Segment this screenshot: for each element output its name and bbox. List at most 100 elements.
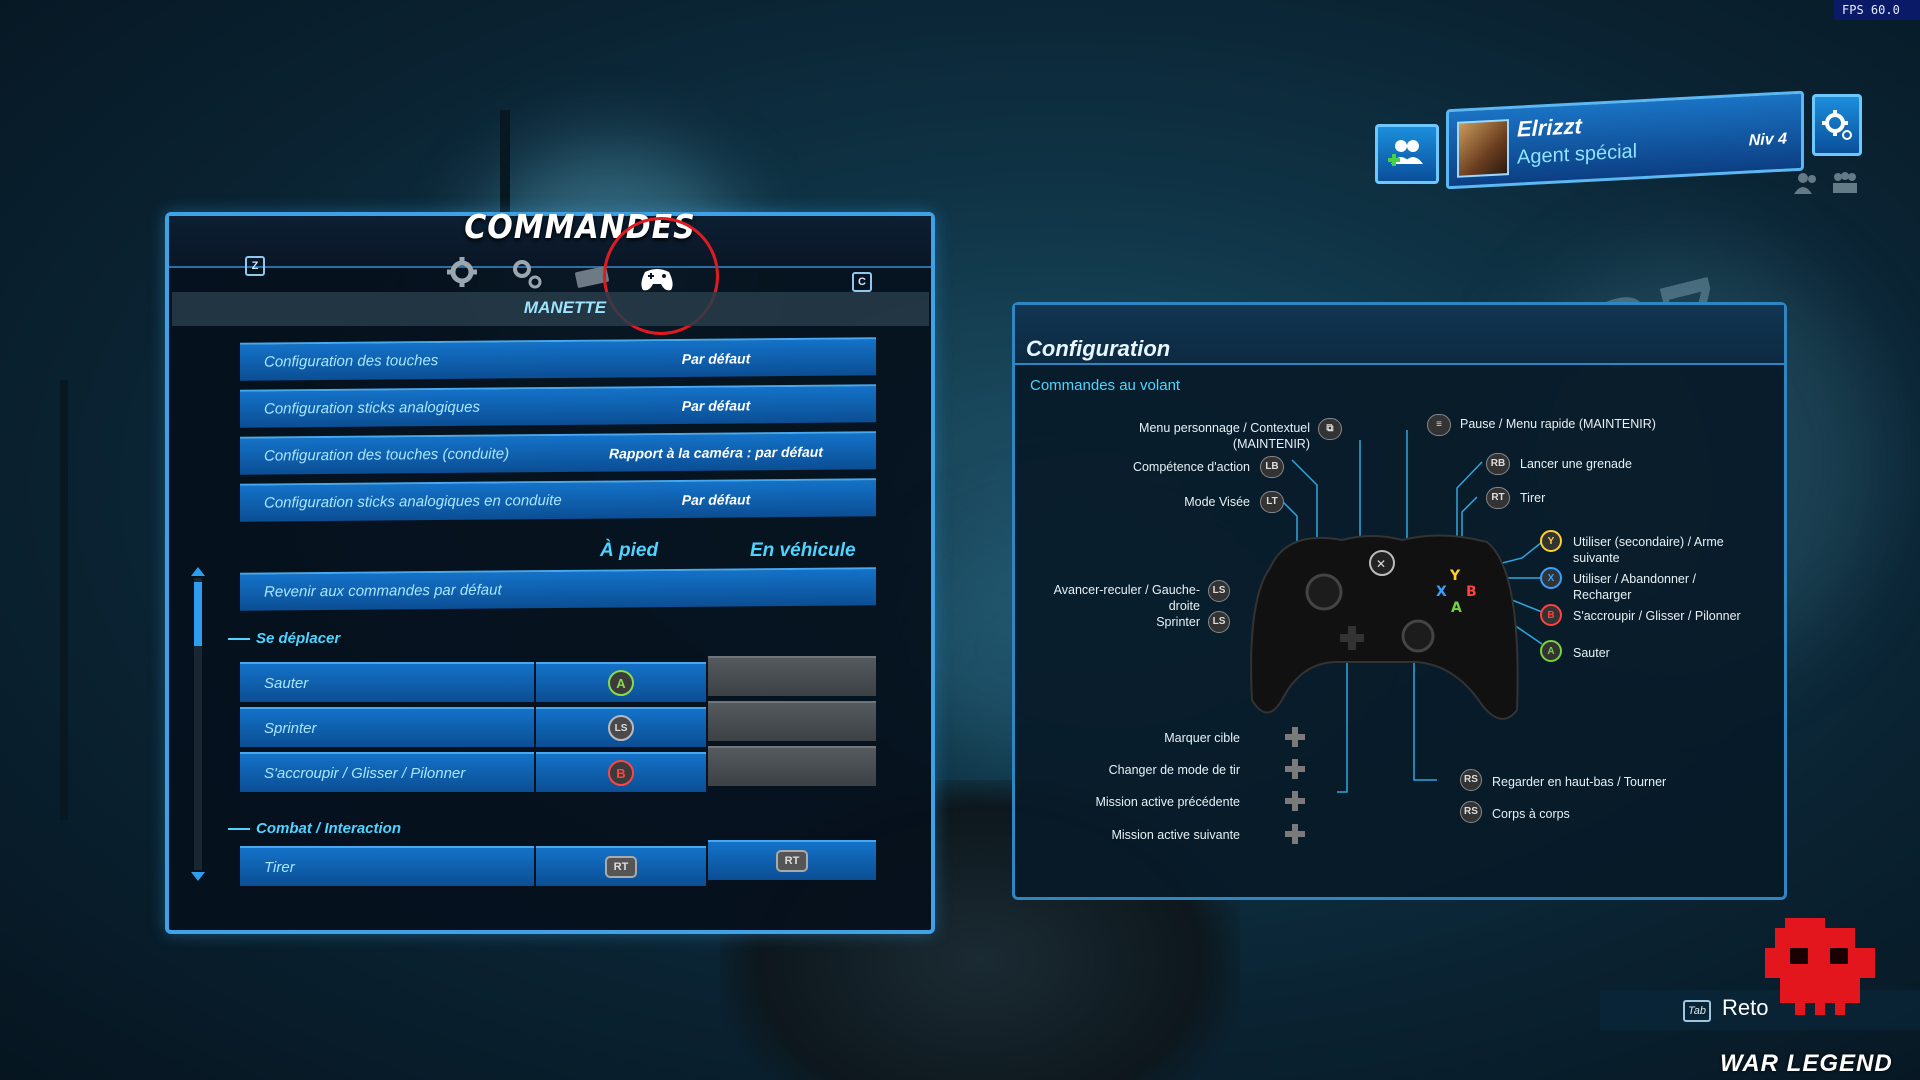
scroll-down-arrow-icon[interactable] <box>191 872 205 881</box>
label-menu-perso: Menu personnage / Contextuel (MAINTENIR) <box>1139 421 1310 451</box>
profile-card[interactable]: Elrizzt Agent spécial Niv 4 <box>1446 90 1804 190</box>
tab-keyboard[interactable] <box>572 256 612 296</box>
background-pole <box>60 380 68 820</box>
config-row-value: Rapport à la caméra : par défaut <box>609 443 823 462</box>
next-tab-key-hint[interactable]: C <box>852 272 872 292</box>
player-rank: Agent spécial <box>1517 140 1638 169</box>
tab-bar <box>169 216 931 268</box>
dpad-left-icon <box>1285 791 1305 811</box>
binding-foot-cell[interactable]: RT <box>536 846 706 886</box>
tab-key-hint[interactable]: Tab <box>1683 1000 1711 1022</box>
rt-button-icon: RT <box>1486 487 1510 509</box>
view-button-icon: ⧉ <box>1318 418 1342 440</box>
controller-diagram: ✕ Y X B A <box>1250 430 1543 793</box>
highlight-circle <box>603 217 719 335</box>
menu-button-icon: ≡ <box>1427 414 1451 436</box>
config-row[interactable]: Configuration des touches Par défaut <box>240 337 876 381</box>
subtab-manette[interactable]: MANETTE <box>523 298 607 317</box>
keyboard-icon <box>575 266 609 288</box>
binding-vehicle-cell[interactable] <box>708 656 876 696</box>
b-button-icon: B <box>1540 604 1562 626</box>
svg-text:B: B <box>1466 584 1477 600</box>
binding-name: Tirer <box>264 859 295 876</box>
label-marquer: Marquer cible <box>1164 731 1240 745</box>
label-utiliser-y: Utiliser (secondaire) / Arme suivante <box>1573 535 1724 565</box>
reset-defaults-label: Revenir aux commandes par défaut <box>264 581 502 601</box>
rt-button-icon: RT <box>605 856 637 878</box>
binding-vehicle-cell[interactable] <box>708 701 876 741</box>
rt-button-icon: RT <box>776 850 808 872</box>
gear-icon <box>1822 110 1852 140</box>
binding-name: Sauter <box>264 675 309 692</box>
label-competence: Compétence d'action <box>1132 460 1250 474</box>
binding-row[interactable]: Sauter A <box>240 656 876 702</box>
column-header-vehicle: En véhicule <box>750 540 856 561</box>
scrollbar-thumb[interactable] <box>194 582 202 646</box>
binding-vehicle-cell[interactable]: RT <box>708 840 876 880</box>
binding-foot-cell[interactable]: A <box>536 662 706 702</box>
b-button-icon: B <box>608 760 634 786</box>
binding-name-cell: Tirer <box>240 846 534 886</box>
watermark-text: WAR LEGEND <box>1720 1050 1893 1077</box>
footer-bar <box>1600 990 1920 1030</box>
config-row[interactable]: Configuration sticks analogiques Par déf… <box>240 384 876 428</box>
label-accroupir: S'accroupir / Glisser / Pilonner <box>1573 609 1741 623</box>
config-row-value: Par défaut <box>681 491 751 508</box>
config-row-label: Configuration sticks analogiques en cond… <box>264 491 562 512</box>
binding-row[interactable]: Tirer RT RT <box>240 840 876 886</box>
gears-icon <box>513 260 542 289</box>
svg-text:A: A <box>1451 600 1462 616</box>
ls-button-icon: LS <box>1208 580 1230 602</box>
config-row[interactable]: Configuration sticks analogiques en cond… <box>240 478 876 522</box>
dpad-right-icon <box>1285 824 1305 844</box>
scroll-up-arrow-icon[interactable] <box>191 567 205 576</box>
add-friend-button[interactable] <box>1375 124 1439 184</box>
clan-icon[interactable] <box>1830 170 1860 196</box>
label-corps: Corps à corps <box>1492 807 1570 821</box>
player-name: Elrizzt <box>1517 113 1582 142</box>
back-button[interactable]: Reto <box>1722 995 1769 1020</box>
rb-button-icon: RB <box>1486 453 1510 475</box>
svg-text:✕: ✕ <box>1376 557 1386 571</box>
label-tirer: Tirer <box>1520 491 1546 505</box>
reset-defaults-button[interactable]: Revenir aux commandes par défaut <box>240 567 876 611</box>
player-level: Niv 4 <box>1748 130 1787 150</box>
x-button-icon: X <box>1540 567 1562 589</box>
binding-row[interactable]: S'accroupir / Glisser / Pilonner B <box>240 746 876 792</box>
y-button-icon: Y <box>1540 530 1562 552</box>
a-button-icon: A <box>1540 640 1562 662</box>
subtab-bar <box>172 292 929 326</box>
tab-general-settings[interactable] <box>442 252 482 292</box>
svg-text:X: X <box>1436 584 1447 600</box>
label-sauter: Sauter <box>1573 646 1610 660</box>
add-friend-icon <box>1388 140 1423 166</box>
binding-name-cell: Sprinter <box>240 707 534 747</box>
avatar <box>1457 119 1509 178</box>
settings-button[interactable] <box>1812 94 1862 156</box>
lb-button-icon: LB <box>1260 456 1284 478</box>
tab-advanced-settings[interactable] <box>507 254 547 294</box>
label-mode-visee: Mode Visée <box>1184 495 1250 509</box>
binding-foot-cell[interactable]: LS <box>536 707 706 747</box>
friends-icon[interactable] <box>1792 170 1822 196</box>
binding-name: S'accroupir / Glisser / Pilonner <box>264 765 466 782</box>
configuration-header <box>1015 305 1784 365</box>
binding-foot-cell[interactable]: B <box>536 752 706 792</box>
scrollbar-track[interactable] <box>194 578 202 870</box>
label-mission-suiv: Mission active suivante <box>1111 828 1240 842</box>
label-changer: Changer de mode de tir <box>1108 763 1240 777</box>
lt-button-icon: LT <box>1260 491 1284 513</box>
fps-counter: FPS 60.0 <box>1834 0 1920 20</box>
label-grenade: Lancer une grenade <box>1520 457 1632 471</box>
config-row[interactable]: Configuration des touches (conduite) Rap… <box>240 431 876 475</box>
svg-text:Y: Y <box>1449 568 1461 584</box>
prev-tab-key-hint[interactable]: Z <box>245 256 265 276</box>
a-button-icon: A <box>608 670 634 696</box>
label-pause: Pause / Menu rapide (MAINTENIR) <box>1460 417 1656 431</box>
ls-click-icon: LS <box>1208 611 1230 633</box>
configuration-title: Configuration <box>1026 336 1171 361</box>
binding-row[interactable]: Sprinter LS <box>240 701 876 747</box>
settings-gear-icon <box>447 257 477 287</box>
binding-vehicle-cell[interactable] <box>708 746 876 786</box>
dpad-up-icon <box>1285 727 1305 747</box>
